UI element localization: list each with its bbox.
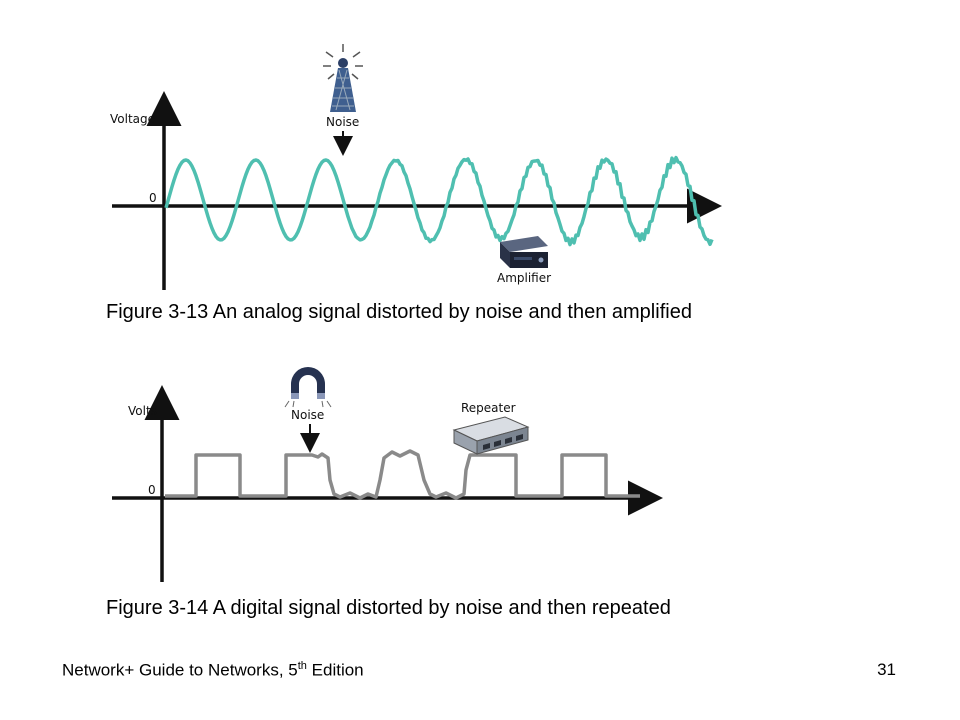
repeater-icon: [452, 416, 530, 455]
analog-y-label: Voltage: [110, 112, 155, 126]
digital-zero-label: 0: [148, 483, 156, 497]
analog-noise-label: Noise: [326, 115, 359, 129]
analog-signal-wave: [164, 155, 714, 247]
repeater-label: Repeater: [461, 401, 516, 415]
digital-noise-label: Noise: [291, 408, 324, 422]
footer-edition-suffix: th: [297, 660, 307, 672]
figure-3-14-caption: Figure 3-14 A digital signal distorted b…: [106, 597, 671, 619]
footer-book-title: Network+ Guide to Networks, 5th Edition: [62, 660, 364, 681]
noise-magnet-icon: [284, 367, 332, 408]
amplifier-icon: [500, 236, 548, 268]
digital-signal-wave: [165, 449, 640, 500]
footer-title-text: Network+ Guide to Networks, 5: [62, 660, 298, 680]
digital-figure: Volts 0 Noise Repeater: [112, 367, 663, 582]
analog-figure: Voltage 0: [110, 44, 722, 290]
footer-edition-word: Edition: [306, 660, 364, 680]
digital-y-label: Volts: [128, 404, 157, 418]
page-number: 31: [877, 660, 896, 679]
amplifier-label: Amplifier: [497, 271, 551, 285]
analog-zero-label: 0: [149, 191, 157, 205]
figure-3-13-caption: Figure 3-13 An analog signal distorted b…: [106, 301, 692, 323]
noise-tower-icon: [323, 44, 363, 112]
